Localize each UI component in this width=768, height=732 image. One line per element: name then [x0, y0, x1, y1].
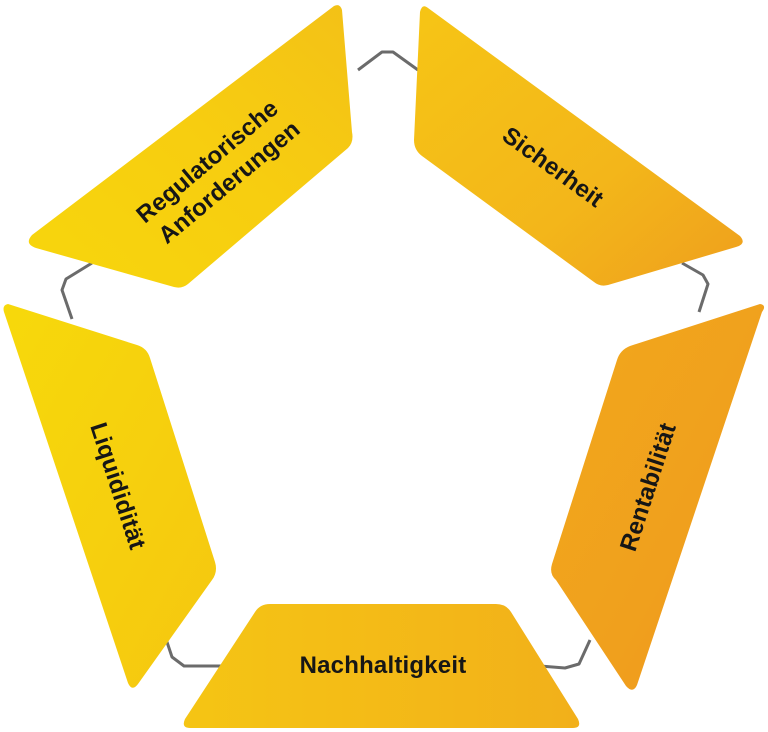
segment-profitability: Rentabilität	[551, 304, 765, 690]
segment-sustainability: Nachhaltigkeit	[183, 604, 580, 728]
segment-security-shape	[414, 6, 743, 286]
segment-sustainability-shape	[183, 604, 580, 728]
segment-profitability-shape	[551, 304, 765, 690]
segment-security: Sicherheit	[414, 6, 743, 286]
segment-sustainability-label: Nachhaltigkeit	[300, 652, 467, 679]
segment-liquidity-shape	[3, 304, 216, 688]
pentagon-outline	[60, 50, 710, 670]
segment-regulatory: Regulatorische Anforderungen	[28, 5, 353, 288]
segment-regulatory-shape	[28, 5, 353, 288]
segment-liquidity: Liquididität	[3, 304, 216, 688]
